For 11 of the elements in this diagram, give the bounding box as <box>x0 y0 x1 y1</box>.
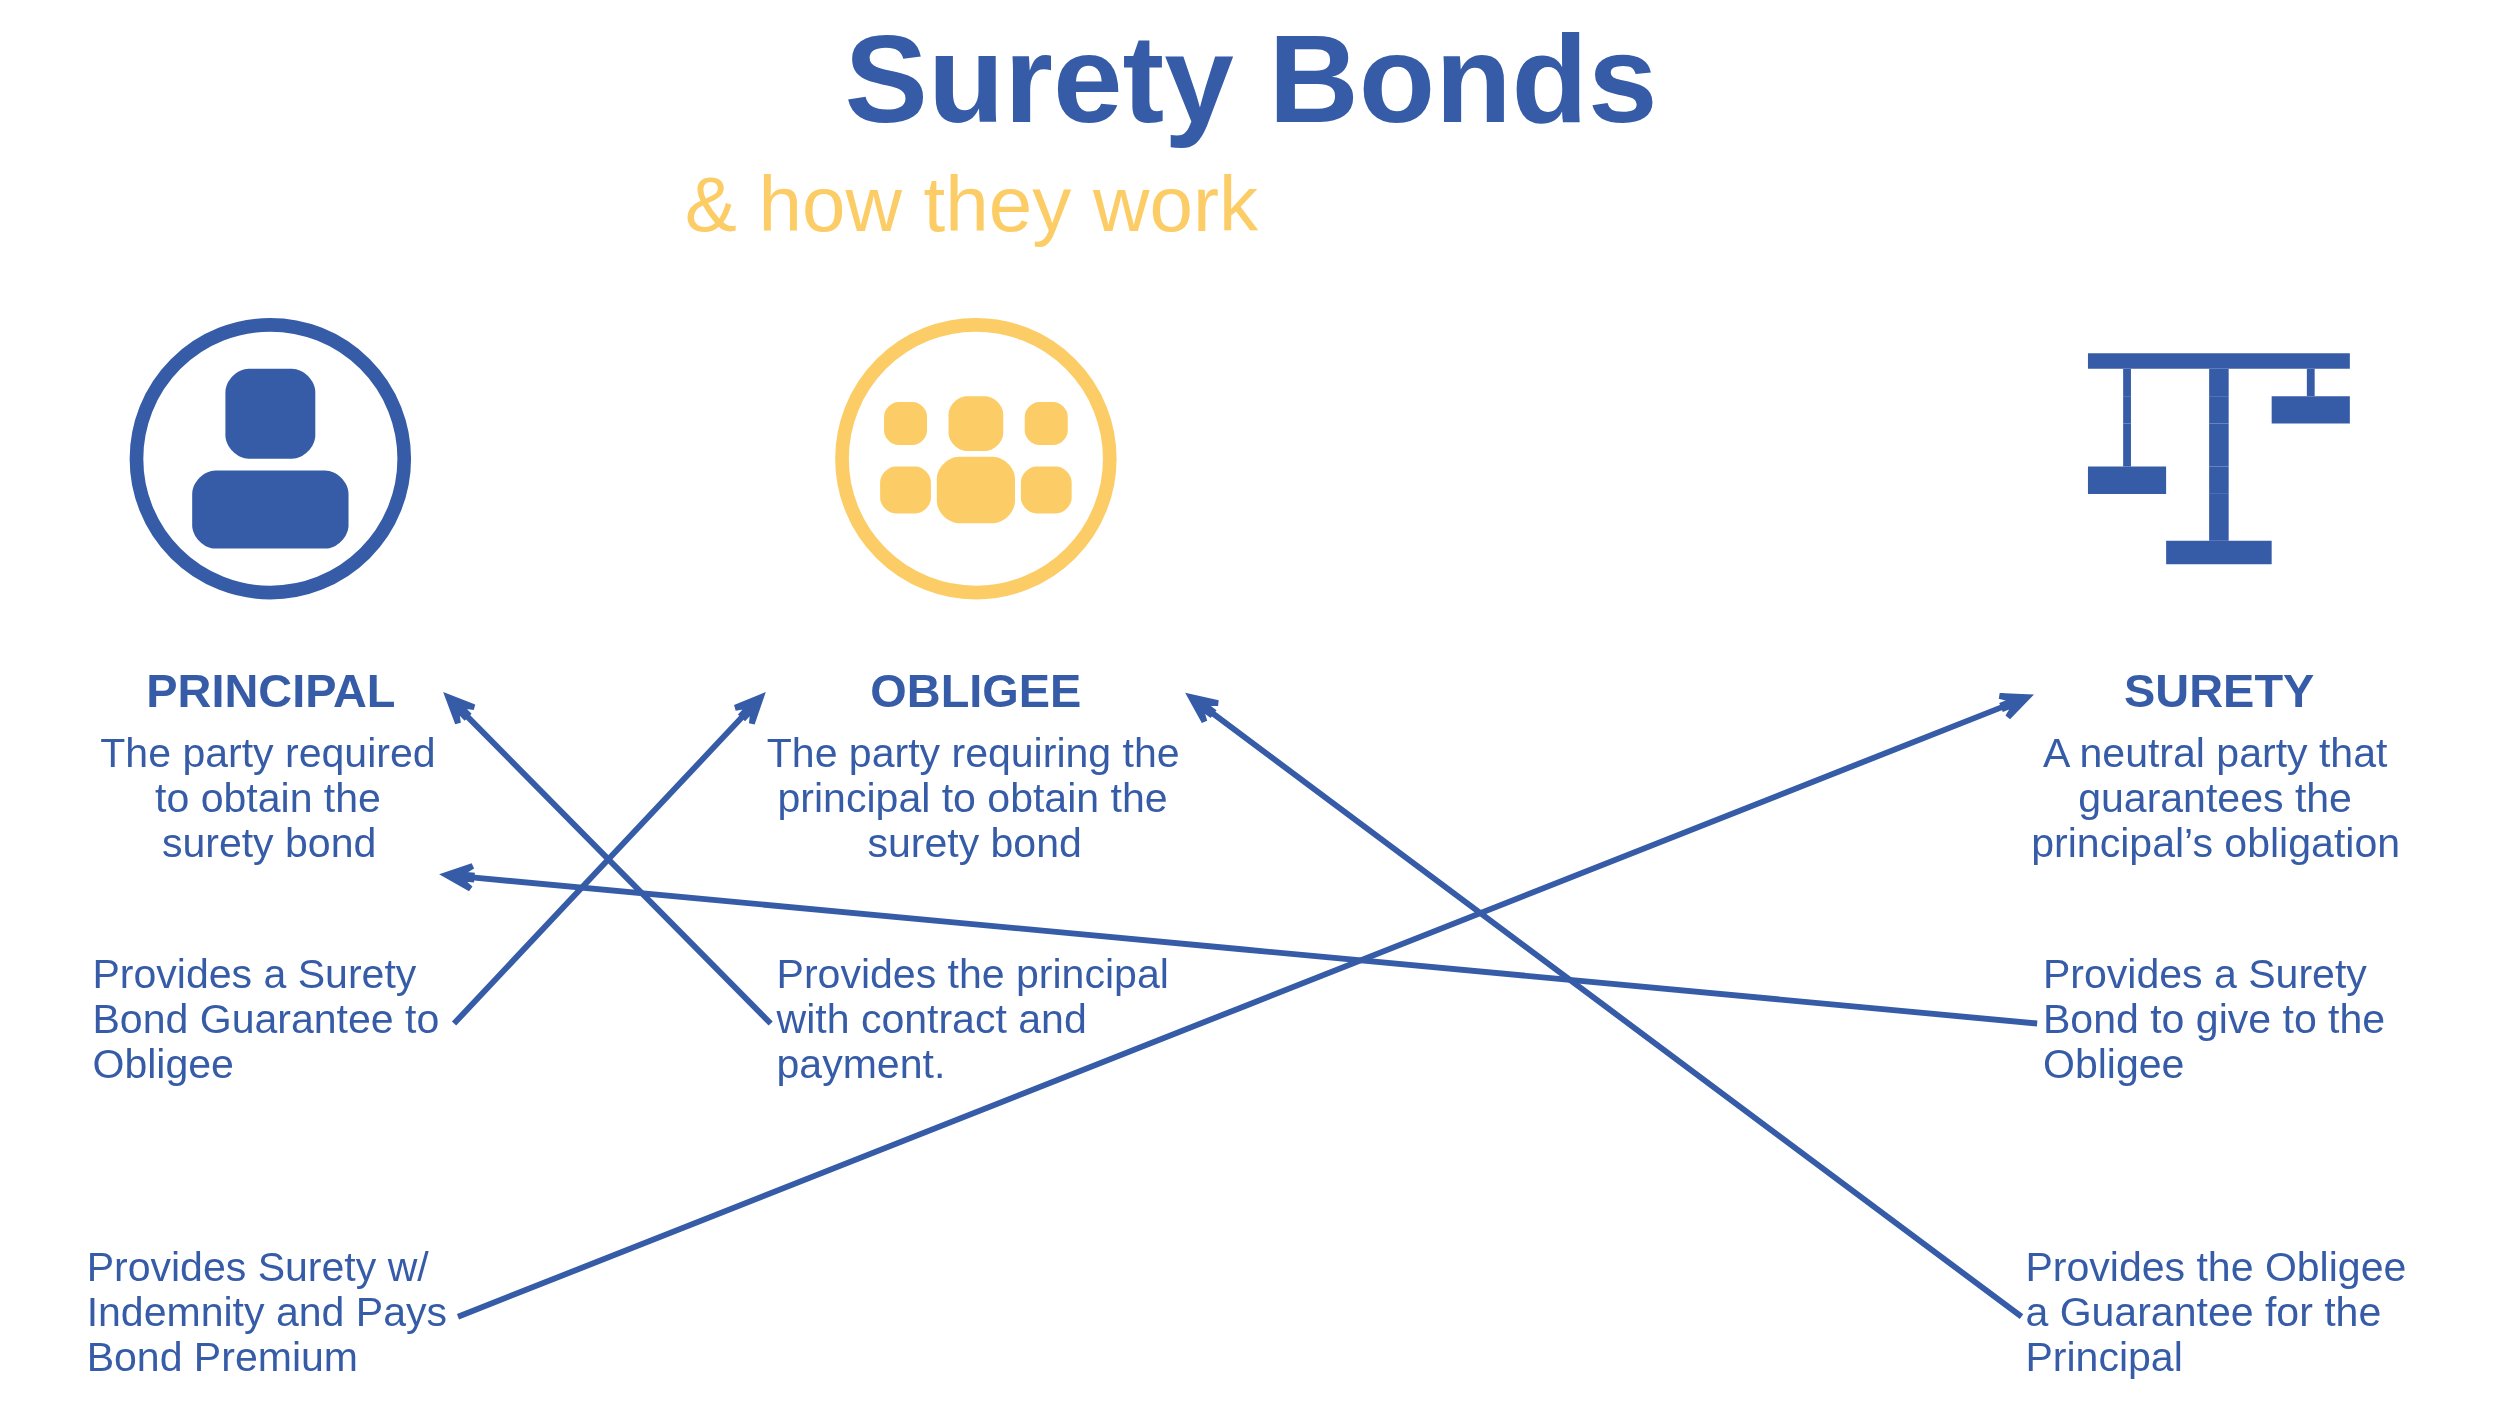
node-text: SURETY A neutral party that guarantees the principal’s obligation <box>2031 665 2401 867</box>
node-person <box>835 318 1117 600</box>
node-text: Provides a Surety Bond Guarantee to Obligee <box>92 950 440 1087</box>
diagram-title: Surety Bonds <box>844 8 1658 149</box>
node-text: Provides Surety w/ Indemnity and Pays Bond Premium <box>86 1244 448 1381</box>
label: & how they work <box>684 160 1259 249</box>
node-text: Provides the Obligee a Guarantee for the Principal <box>2025 1244 2407 1381</box>
node-text: PRINCIPAL The party required to obtain the surety bond <box>100 665 436 867</box>
node-text: OBLIGEE The party requiring the principal to obtain the surety bond <box>766 665 1180 867</box>
node-text: Provides a Surety Bond to give to the Obligee <box>2043 950 2386 1087</box>
node-person <box>129 318 412 600</box>
